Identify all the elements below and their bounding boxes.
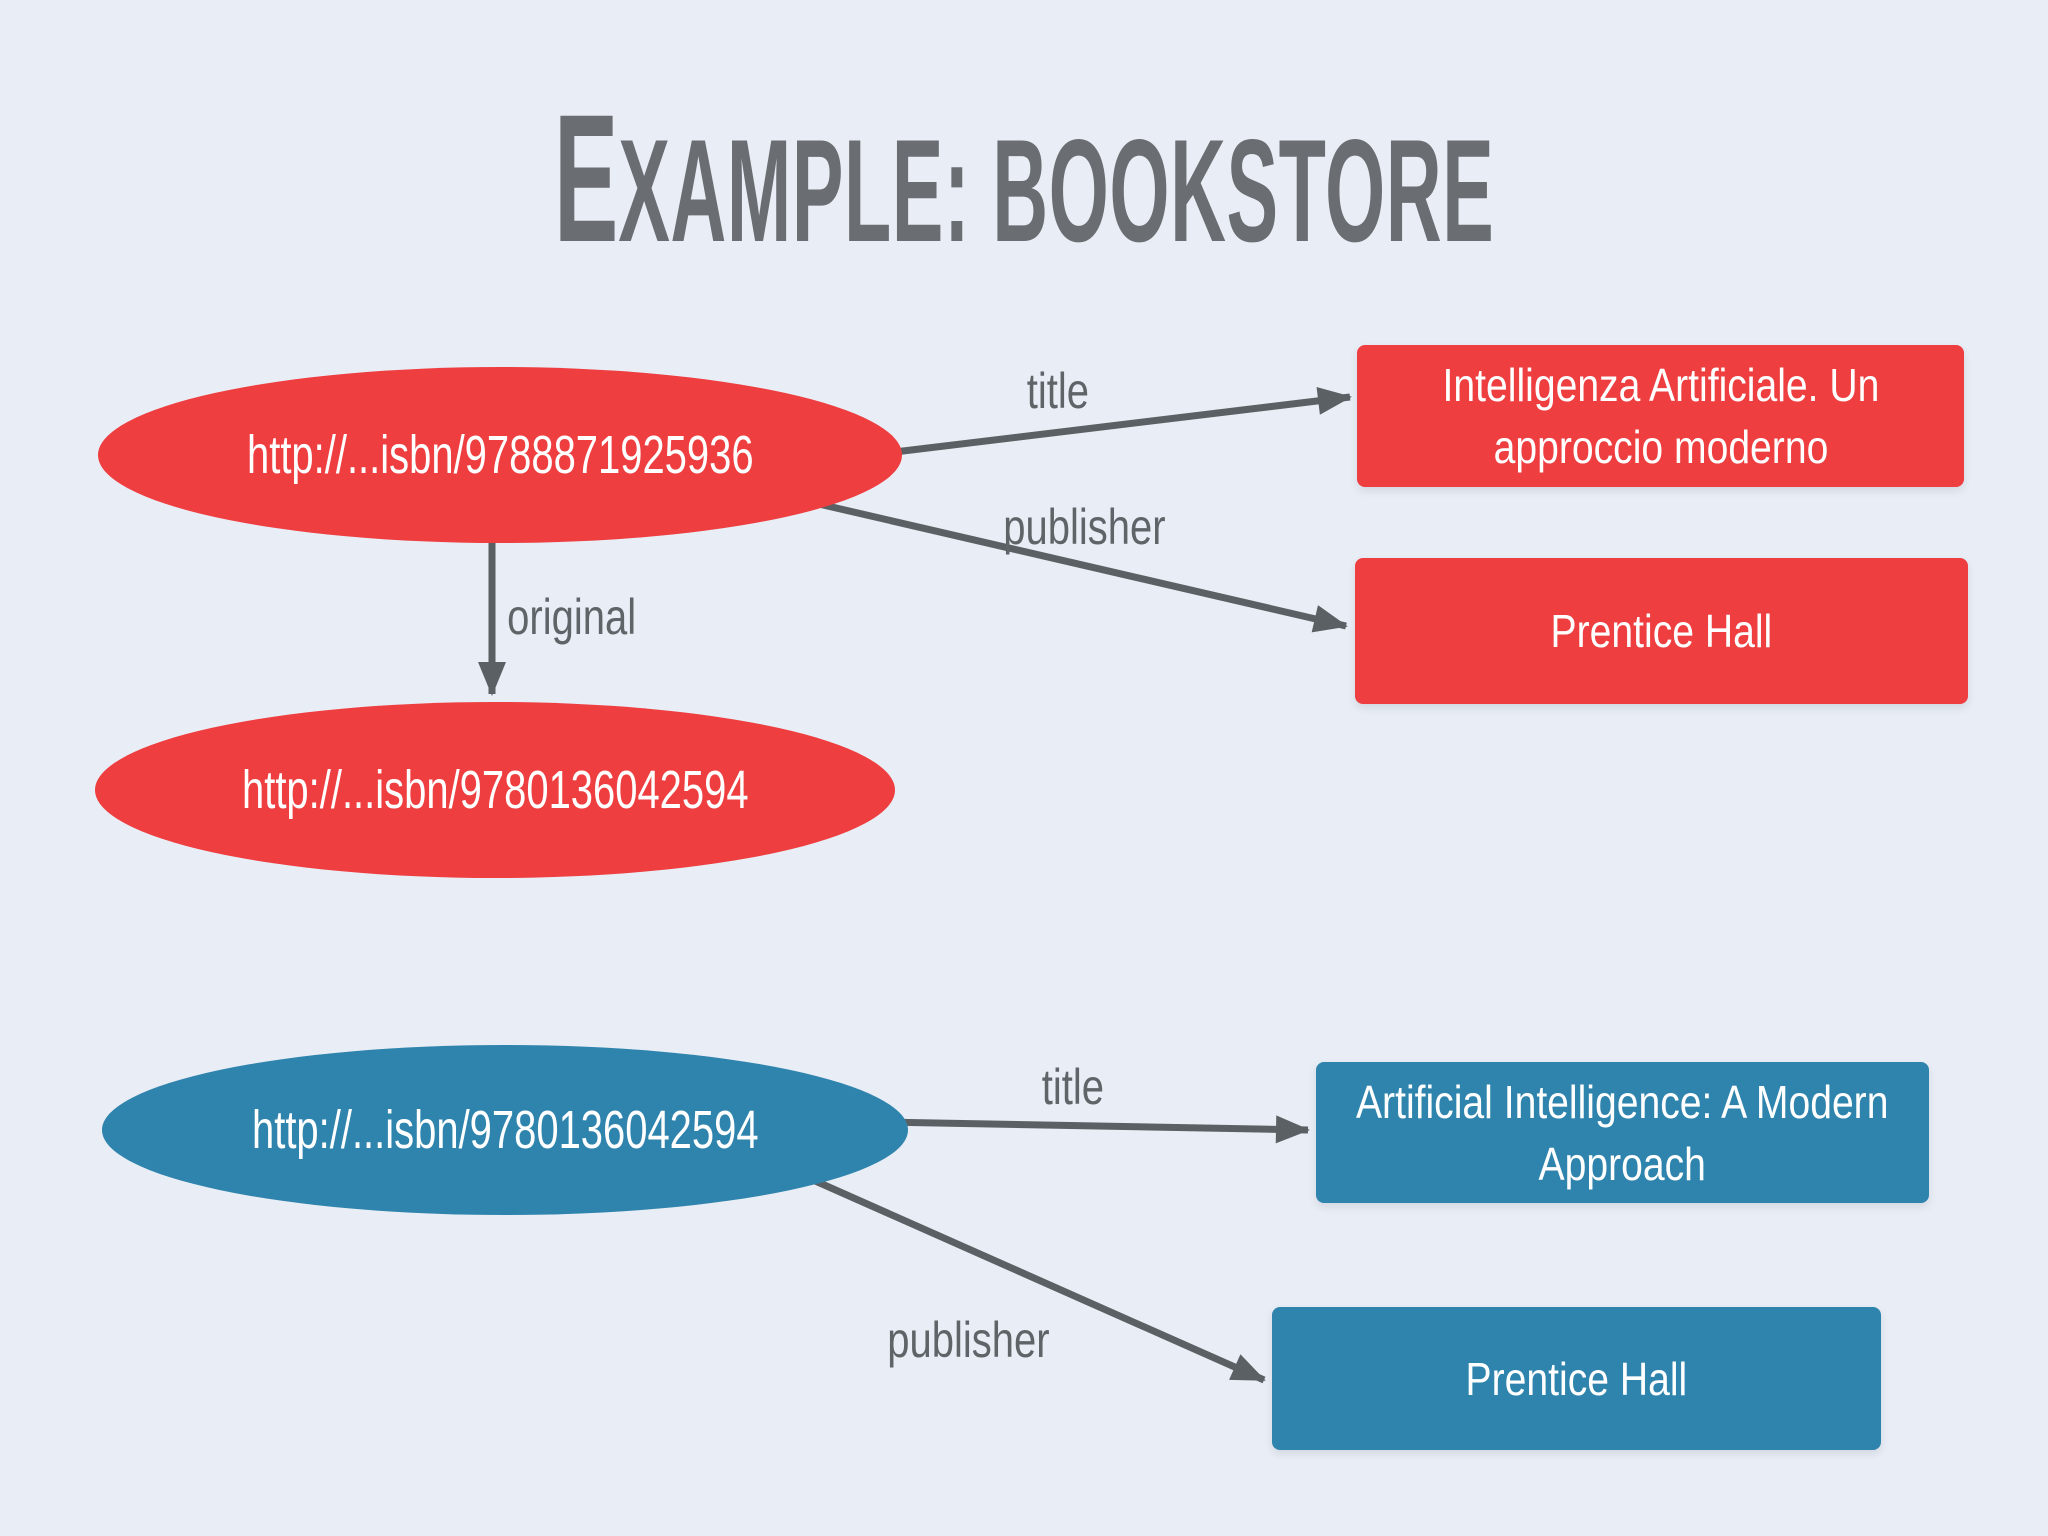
node-publisher-red-label: Prentice Hall (1551, 600, 1773, 662)
node-book-italian-uri: http://...isbn/9788871925936 (98, 367, 902, 543)
node-title-italian: Intelligenza Artificiale. Un approccio m… (1357, 345, 1964, 487)
page-title-rest: xample: bookstore (618, 109, 1495, 272)
edge-label-title-blue: title (963, 1062, 1183, 1112)
edge-label-title-blue-text: title (1041, 1059, 1105, 1115)
edge-label-title-red: title (948, 366, 1168, 416)
node-book-english-uri-label: http://...isbn/9780136042594 (251, 1100, 759, 1160)
node-publisher-blue-label: Prentice Hall (1466, 1348, 1688, 1410)
node-publisher-blue: Prentice Hall (1272, 1307, 1881, 1450)
edge-label-original: original (462, 592, 682, 642)
node-title-italian-line1: Intelligenza Artificiale. Un (1442, 359, 1879, 411)
node-book-original-uri-label: http://...isbn/9780136042594 (241, 760, 749, 820)
node-book-original-uri: http://...isbn/9780136042594 (95, 702, 895, 878)
node-publisher-blue-text: Prentice Hall (1465, 1352, 1688, 1405)
edge-title-blue-arrow (879, 1115, 1310, 1144)
node-title-english: Artificial Intelligence: A Modern Approa… (1316, 1062, 1929, 1203)
edge-publisher-blue-arrow (793, 1168, 1266, 1384)
edge-label-publisher-red-text: publisher (1002, 499, 1166, 555)
edge-label-original-text: original (507, 589, 637, 645)
node-book-italian-uri-label: http://...isbn/9788871925936 (246, 425, 754, 485)
edge-title-red-arrow (869, 386, 1352, 459)
edge-label-publisher-blue: publisher (858, 1315, 1078, 1365)
page-title-lead-letter: E (553, 76, 619, 280)
node-title-italian-label: Intelligenza Artificiale. Un approccio m… (1442, 354, 1879, 478)
node-title-italian-line2: approccio moderno (1493, 421, 1828, 473)
edge-label-publisher-blue-text: publisher (886, 1312, 1050, 1368)
edge-publisher-red-arrow (779, 491, 1348, 633)
page-title-text: Example: bookstore (554, 87, 1495, 316)
node-title-english-label: Artificial Intelligence: A Modern Approa… (1356, 1071, 1888, 1195)
node-title-english-line1: Artificial Intelligence: A Modern (1356, 1075, 1889, 1128)
node-title-english-line2: Approach (1538, 1137, 1707, 1190)
node-book-english-uri: http://...isbn/9780136042594 (102, 1045, 908, 1215)
node-publisher-red-text: Prentice Hall (1550, 605, 1773, 657)
page-title: Example: bookstore (0, 87, 2048, 316)
node-publisher-red: Prentice Hall (1355, 558, 1968, 704)
edge-label-publisher-red: publisher (974, 502, 1194, 552)
edge-label-title-red-text: title (1026, 363, 1090, 419)
